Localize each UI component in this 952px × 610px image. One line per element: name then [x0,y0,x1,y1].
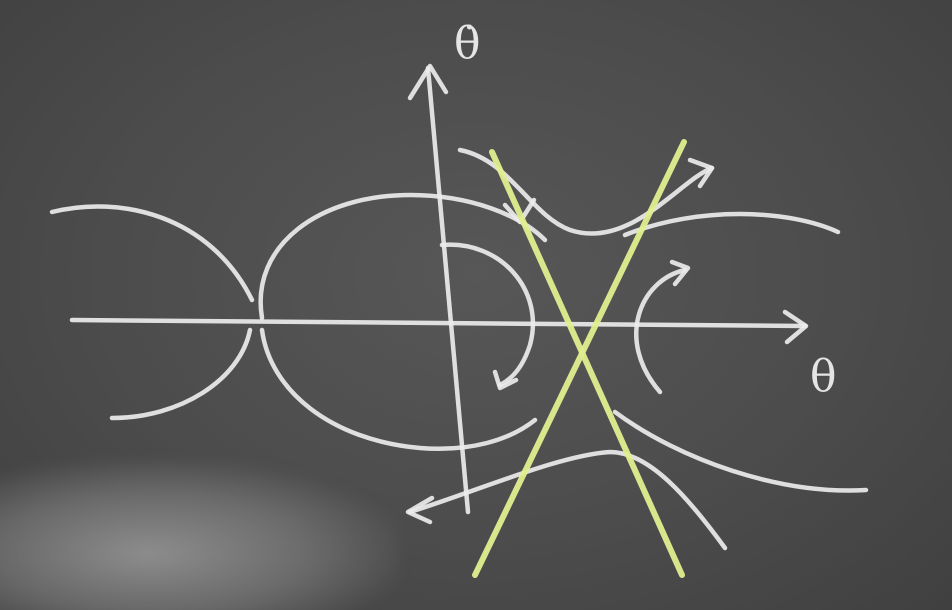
left-upper-arc [49,204,255,303]
unstable-manifold-line [472,139,687,578]
center-oval [258,192,548,321]
bottom-trajectory-arrow [405,495,435,525]
theta-dot-axis [407,63,471,515]
inner-orbit [439,242,536,388]
inner-orbit-arrow [492,369,519,391]
right-small-arc-arrow [669,259,691,287]
bottom-trajectory [407,449,728,551]
right-small-arc [634,267,688,395]
right-lower-curve [612,409,869,493]
theta-dot-label: θ̇ [454,18,481,69]
theta-label: θ [810,351,837,402]
top-trajectory-arrow [687,157,715,189]
theta-axis [69,309,809,345]
right-upper-curve [622,211,841,238]
eraser-smudge [0,460,400,610]
center-oval-lower [259,327,538,451]
stable-manifold-line [489,149,685,578]
left-lower-arc [109,327,253,421]
top-inflow-arrow [502,197,537,225]
